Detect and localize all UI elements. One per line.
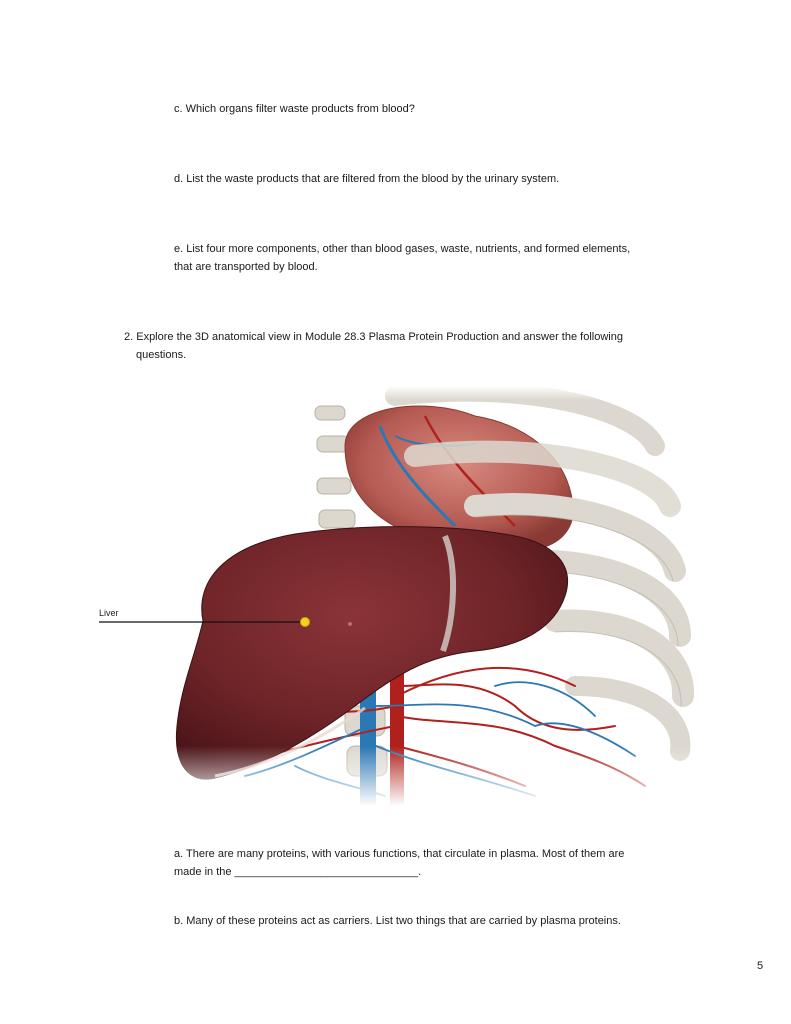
question-c: c. Which organs filter waste products fr… bbox=[174, 103, 415, 115]
fade-top bbox=[95, 386, 695, 400]
liver-anatomy-illustration: Liver bbox=[95, 386, 695, 806]
question-2-line-2: questions. bbox=[136, 349, 187, 361]
question-e: e. List four more components, other than… bbox=[174, 240, 694, 276]
liver-label: Liver bbox=[99, 608, 119, 618]
question-2-line-1: 2. Explore the 3D anatomical view in Mod… bbox=[124, 331, 623, 343]
question-a-line-2: made in the ____________________________… bbox=[174, 866, 422, 878]
question-d: d. List the waste products that are filt… bbox=[174, 173, 560, 185]
liver-marker bbox=[300, 617, 310, 627]
question-a-line-1: a. There are many proteins, with various… bbox=[174, 848, 625, 860]
page-number: 5 bbox=[757, 960, 764, 972]
question-e-line-1: e. List four more components, other than… bbox=[174, 243, 631, 255]
question-2: 2. Explore the 3D anatomical view in Mod… bbox=[124, 328, 684, 364]
question-e-line-2: that are transported by blood. bbox=[174, 261, 318, 273]
question-b: b. Many of these proteins act as carrier… bbox=[174, 915, 621, 927]
question-a: a. There are many proteins, with various… bbox=[174, 845, 694, 881]
anatomy-figure: Liver bbox=[95, 386, 695, 806]
fade-bottom bbox=[95, 746, 695, 806]
